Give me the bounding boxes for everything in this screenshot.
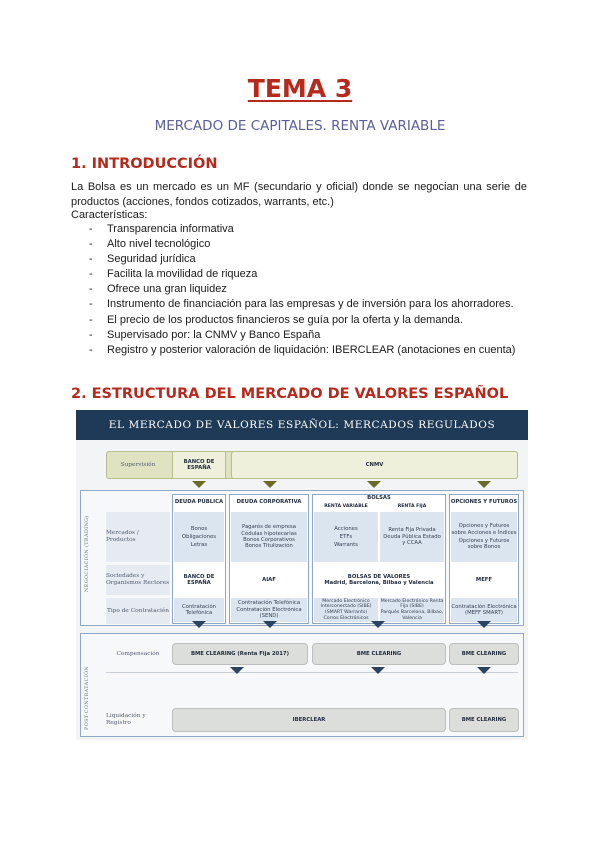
- cnmv-label: CNMV: [365, 461, 384, 468]
- opciones-products-bonos: Opciones y Futuros sobre Bonos: [458, 538, 510, 551]
- deuda-publica-rector: BANCO DE ESPAÑA: [183, 573, 215, 586]
- arrow-down-icon: [367, 481, 381, 488]
- cnmv-supervisor: [231, 451, 518, 479]
- deuda-corporativa-rector: AIAF: [262, 576, 276, 583]
- page-subtitle: MERCADO DE CAPITALES. RENTA VARIABLE: [154, 118, 446, 134]
- list-item: -Facilita la movilidad de riqueza: [89, 268, 258, 281]
- diagram-banner: EL MERCADO DE VALORES ESPAÑOL: MERCADOS …: [76, 410, 528, 440]
- arrow-down-icon: [371, 667, 385, 674]
- opciones-products-acciones: Opciones y Futuros sobre Acciones e Índi…: [451, 523, 517, 536]
- list-item: -El precio de los productos financieros …: [89, 313, 463, 326]
- row-label-mercados: Mercados / Productos: [106, 530, 139, 543]
- arrow-down-icon: [371, 621, 385, 628]
- list-item: -Alto nivel tecnológico: [89, 238, 211, 251]
- arrow-down-icon: [477, 481, 491, 488]
- deuda-corporativa-header: DEUDA CORPORATIVA: [236, 498, 302, 505]
- deuda-corporativa-contratacion-tel: Contratación Telefónica: [237, 600, 301, 607]
- banco-espana-label: BANCO DE ESPAÑA: [183, 458, 215, 471]
- deuda-publica-header: DEUDA PÚBLICA: [174, 498, 224, 505]
- liquidacion-derivados: BME CLEARING: [461, 716, 507, 723]
- banco-espana-supervisor: [172, 451, 226, 479]
- deuda-publica-products: Bonos Obligaciones Letras: [181, 526, 217, 548]
- page-title: TEMA 3: [247, 74, 353, 103]
- list-item: -Registro y posterior valoración de liqu…: [89, 343, 516, 356]
- list-item: -Supervisado por: la CNMV y Banco España: [89, 328, 321, 341]
- deuda-publica-contratacion: Contratación Telefónica: [181, 603, 217, 616]
- features-label: Características:: [71, 209, 148, 221]
- market-structure-diagram: EL MERCADO DE VALORES ESPAÑOL: MERCADOS …: [76, 410, 528, 740]
- section-heading-introduccion: 1. INTRODUCCIÓN: [71, 156, 218, 172]
- side-label-post: POST-CONTRATACIÓN: [84, 665, 90, 730]
- arrow-down-icon: [477, 621, 491, 628]
- arrow-down-icon: [230, 667, 244, 674]
- row-label-compensacion: Compensación: [116, 650, 160, 657]
- bolsas-header: BOLSAS: [367, 494, 391, 501]
- bolsas-sub-rv: RENTA VARIABLE: [324, 503, 368, 509]
- clearing-renta-fija: BME CLEARING (Renta Fija 2017): [190, 650, 290, 657]
- arrow-down-icon: [263, 621, 277, 628]
- bolsas-contratacion-rv: Mercado Electrónico Interconectado (SIBE…: [320, 598, 372, 621]
- list-item: -Ofrece una gran liquidez: [89, 283, 227, 296]
- arrow-down-icon: [263, 481, 277, 488]
- bolsas-rector-sub: Madrid, Barcelona, Bilbao y Valencia: [324, 580, 434, 586]
- arrow-down-icon: [477, 667, 491, 674]
- bolsas-contratacion-rf: Mercado Electrónico Renta Fija (SIBE) Pa…: [380, 598, 444, 621]
- supervision-label: Supervisión: [120, 461, 156, 468]
- section-heading-estructura: 2. ESTRUCTURA DEL MERCADO DE VALORES ESP…: [71, 386, 509, 402]
- side-label-negociacion: NEGOCIACIÓN (TRADING): [84, 515, 90, 592]
- row-label-sociedades: Sociedades y Organismos Rectores: [106, 573, 170, 586]
- arrow-down-icon: [192, 481, 206, 488]
- bolsas-rector-title: BOLSAS DE VALORES: [347, 573, 411, 580]
- features-list: -Transparencia informativa -Alto nivel t…: [71, 222, 515, 358]
- opciones-contratacion: Contratación Electrónica (MEFF SMART): [451, 603, 517, 616]
- row-label-liquidacion: Liquidación y Registro: [106, 713, 146, 726]
- list-item: -Seguridad jurídica: [89, 253, 196, 266]
- bolsas-products-rf: Renta Fija Privada Deuda Pública Estado …: [383, 527, 441, 547]
- row-label-contratacion: Tipo de Contratación: [106, 607, 170, 614]
- clearing-renta-variable: BME CLEARING: [356, 650, 402, 657]
- arrow-down-icon: [192, 621, 206, 628]
- deuda-corporativa-contratacion-elec: Contratación Electrónica (SEND): [236, 606, 302, 620]
- opciones-header: OPCIONES Y FUTUROS: [450, 498, 518, 505]
- intro-paragraph: La Bolsa es un mercado es un MF (secunda…: [71, 181, 527, 208]
- deuda-corporativa-products: Pagarés de empresa Cédulas hipotecarias …: [241, 524, 297, 550]
- bolsas-sub-rf: RENTA FIJA: [397, 503, 427, 509]
- list-item: -Instrumento de financiación para las em…: [89, 298, 514, 311]
- clearing-derivados: BME CLEARING: [461, 650, 507, 657]
- iberclear-label: IBERCLEAR: [292, 716, 326, 723]
- list-item: -Transparencia informativa: [89, 223, 234, 235]
- opciones-rector: MEFF: [475, 576, 493, 583]
- bolsas-products-rv: Acciones ETFs Warrants: [334, 526, 358, 548]
